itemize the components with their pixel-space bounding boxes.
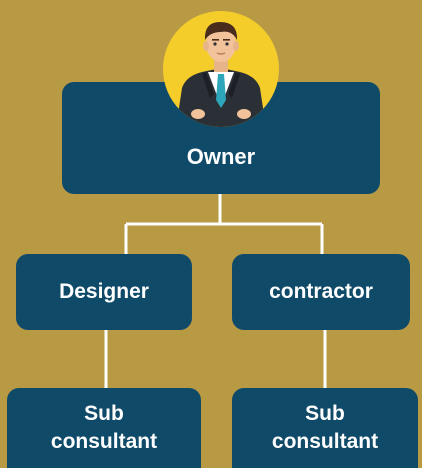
sub-consultant-right-node: Sub consultant xyxy=(232,388,418,468)
sub-left-line2: consultant xyxy=(50,430,158,453)
contractor-label: contractor xyxy=(269,280,373,303)
sub-right-line2: consultant xyxy=(271,430,379,453)
businessman-avatar-icon xyxy=(163,11,279,127)
designer-label: Designer xyxy=(59,280,149,303)
sub-left-line1: Sub xyxy=(84,401,124,425)
contractor-node: contractor xyxy=(232,254,410,330)
owner-node: Owner xyxy=(62,82,380,194)
designer-node: Designer xyxy=(16,254,192,330)
sub-right-line1: Sub xyxy=(305,401,345,425)
owner-label: Owner xyxy=(186,144,256,169)
sub-consultant-left-node: Sub consultant xyxy=(7,388,201,468)
